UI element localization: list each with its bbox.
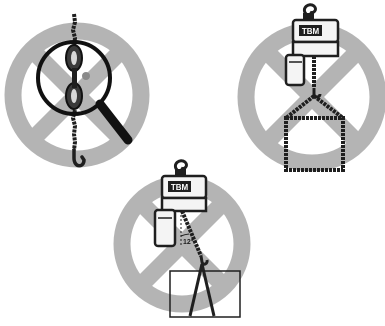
panel-shock-load [13,14,141,166]
hoist-brand-label: TBM [302,27,320,36]
panel-angle-pull: TBM 12° [122,161,242,317]
panel-wide-sling: TBM [246,5,378,170]
hoist-brand-label: TBM [171,183,189,192]
